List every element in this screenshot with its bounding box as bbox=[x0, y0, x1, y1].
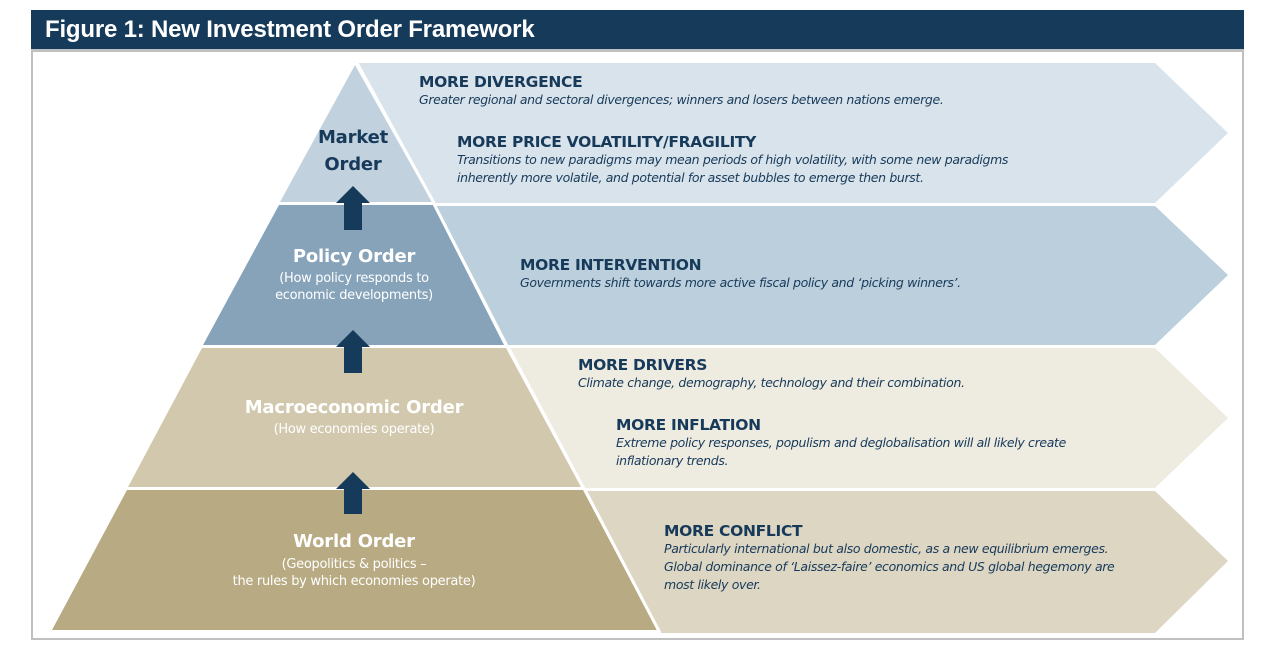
band-description: Particularly international but also dome… bbox=[664, 541, 1109, 556]
band-heading: MORE DIVERGENCE bbox=[419, 73, 583, 91]
band-description: inflationary trends. bbox=[616, 453, 729, 468]
band-world bbox=[587, 491, 1228, 633]
band-market bbox=[358, 63, 1228, 203]
figure-frame bbox=[31, 10, 1244, 640]
band-heading: MORE INTERVENTION bbox=[520, 256, 702, 274]
band-description: most likely over. bbox=[664, 577, 761, 592]
figure-title-bar: Figure 1: New Investment Order Framework bbox=[31, 10, 1244, 52]
band-description: Governments shift towards more active fi… bbox=[520, 275, 961, 290]
band-description: Greater regional and sectoral divergence… bbox=[419, 92, 944, 107]
subtitle-line: economic developments) bbox=[275, 288, 433, 303]
tier-policy-subtitle: (How policy responds to economic develop… bbox=[254, 270, 454, 304]
figure-title: Figure 1: New Investment Order Framework bbox=[45, 16, 535, 43]
band-macro-item: MORE INFLATION Extreme policy responses,… bbox=[616, 416, 1066, 470]
band-heading: MORE PRICE VOLATILITY/FRAGILITY bbox=[457, 133, 757, 151]
band-description: Extreme policy responses, populism and d… bbox=[616, 435, 1066, 450]
band-description: Transitions to new paradigms may mean pe… bbox=[457, 152, 1009, 167]
band-policy bbox=[435, 206, 1228, 345]
band-heading: MORE INFLATION bbox=[616, 416, 761, 434]
tier-policy bbox=[203, 205, 504, 345]
band-policy-item: MORE INTERVENTION Governments shift towa… bbox=[520, 256, 961, 292]
tier-market-title: Market Order bbox=[303, 127, 403, 175]
tier-policy-title: Policy Order bbox=[292, 246, 416, 267]
arrow-up-icon bbox=[336, 472, 370, 514]
tier-world bbox=[52, 490, 657, 630]
subtitle-line: (Geopolitics & politics – bbox=[281, 557, 427, 572]
tier-macro-subtitle: (How economies operate) bbox=[204, 421, 504, 438]
band-description: Global dominance of ‘Laissez-faire’ econ… bbox=[664, 559, 1115, 574]
band-description: inherently more volatile, and potential … bbox=[457, 170, 924, 185]
tier-macro-title: Macroeconomic Order bbox=[244, 397, 464, 418]
tier-market bbox=[280, 65, 432, 202]
tier-world-subtitle: (Geopolitics & politics – the rules by w… bbox=[184, 556, 524, 590]
band-world-item: MORE CONFLICT Particularly international… bbox=[664, 522, 1115, 594]
tier-market-title-line2: Order bbox=[324, 154, 382, 175]
tier-market-title-line1: Market bbox=[317, 127, 389, 148]
band-heading: MORE DRIVERS bbox=[578, 356, 708, 374]
band-description: Climate change, demography, technology a… bbox=[578, 375, 965, 390]
arrow-up-icon bbox=[336, 186, 370, 230]
tier-macro bbox=[128, 348, 581, 487]
band-market-item: MORE PRICE VOLATILITY/FRAGILITY Transiti… bbox=[457, 133, 1008, 187]
band-market-item: MORE DIVERGENCE Greater regional and sec… bbox=[419, 73, 944, 109]
tier-world-title: World Order bbox=[293, 531, 415, 552]
band-macro bbox=[510, 348, 1228, 488]
subtitle-line: (How economies operate) bbox=[273, 422, 435, 437]
band-heading: MORE CONFLICT bbox=[664, 522, 803, 540]
arrow-up-icon bbox=[336, 330, 370, 373]
subtitle-line: (How policy responds to bbox=[279, 271, 429, 286]
subtitle-line: the rules by which economies operate) bbox=[232, 574, 476, 589]
band-macro-item: MORE DRIVERS Climate change, demography,… bbox=[578, 356, 965, 392]
